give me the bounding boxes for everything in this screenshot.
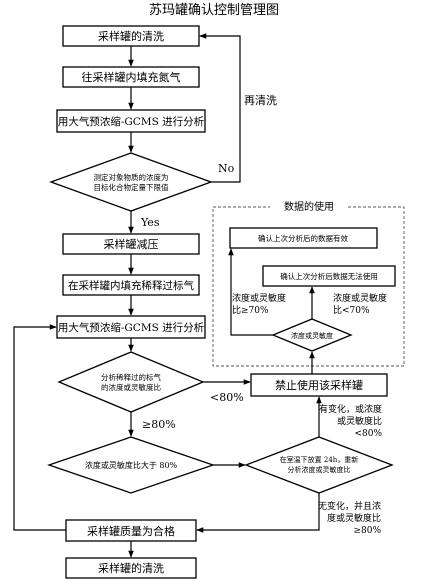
- svg-text:浓度或灵敏度: 浓度或灵敏度: [291, 331, 333, 340]
- decision-target-lower-limit: 测定对象物质的浓度为 目标化合物定量下限值: [49, 152, 213, 212]
- label-reclean: 再清洗: [244, 94, 277, 107]
- svg-text:在室温下放置 24h，重新: 在室温下放置 24h，重新: [280, 455, 359, 464]
- svg-text:浓度或灵敏度比大于 80%: 浓度或灵敏度比大于 80%: [85, 460, 178, 470]
- svg-text:有变化，或浓度: 有变化，或浓度: [319, 403, 382, 415]
- box-stop-using: 禁止使用该采样罐: [250, 373, 388, 397]
- box-fill-nitrogen: 往采样罐内填充氮气: [62, 66, 200, 88]
- box-gcms-analysis-2: 用大气预浓缩-GCMS 进行分析: [56, 315, 206, 339]
- label-ratio-lt70: 浓度或灵敏度 比<70%: [333, 292, 387, 316]
- box-confirm-valid: 确认上次分析后的数据有效: [229, 227, 378, 249]
- svg-text:比≥70%: 比≥70%: [232, 304, 269, 316]
- decision-analyze-ratio: 分析稀释过的标气 的浓度或灵敏度比: [57, 351, 205, 413]
- box-depressurize: 采样罐减压: [62, 233, 200, 255]
- label-no: No: [218, 162, 235, 175]
- label-yes: Yes: [140, 216, 160, 229]
- box-confirm-invalid: 确认上次分析后数据无法使用: [262, 265, 396, 287]
- svg-text:在采样罐内填充稀释过标气: 在采样罐内填充稀释过标气: [68, 279, 194, 292]
- svg-text:禁止使用该采样罐: 禁止使用该采样罐: [275, 378, 363, 392]
- decision-concentration-sensitivity: 浓度或灵敏度: [271, 318, 353, 352]
- svg-text:用大气预浓缩-GCMS 进行分析: 用大气预浓缩-GCMS 进行分析: [58, 115, 205, 128]
- connectors: [13, 33, 322, 558]
- svg-text:确认上次分析后的数据有效: 确认上次分析后的数据有效: [258, 233, 348, 243]
- svg-text:目标化合物定量下限值: 目标化合物定量下限值: [94, 182, 169, 192]
- svg-text:度或灵敏度比: 度或灵敏度比: [327, 512, 381, 524]
- svg-text:分析稀释过的标气: 分析稀释过的标气: [101, 372, 161, 382]
- box-fill-diluted-standard: 在采样罐内填充稀释过标气: [62, 274, 200, 296]
- svg-text:往采样罐内填充氮气: 往采样罐内填充氮气: [82, 70, 181, 84]
- svg-text:确认上次分析后数据无法使用: 确认上次分析后数据无法使用: [280, 271, 378, 281]
- svg-text:浓度或灵敏度: 浓度或灵敏度: [232, 292, 286, 304]
- svg-text:≥80%: ≥80%: [353, 526, 381, 536]
- label-less-than-80: <80%: [210, 391, 244, 404]
- svg-text:采样罐的清洗: 采样罐的清洗: [98, 29, 164, 43]
- svg-text:采样罐的清洗: 采样罐的清洗: [98, 561, 164, 575]
- label-at-least-80: ≥80%: [142, 418, 176, 431]
- svg-text:或灵敏度比: 或灵敏度比: [337, 415, 382, 427]
- data-use-label-bg: [270, 199, 348, 213]
- svg-text:测定对象物质的浓度为: 测定对象物质的浓度为: [94, 172, 169, 182]
- svg-text:采样罐质量为合格: 采样罐质量为合格: [87, 524, 175, 538]
- svg-text:分析浓度或灵敏度比: 分析浓度或灵敏度比: [288, 465, 351, 474]
- svg-text:浓度或灵敏度: 浓度或灵敏度: [333, 292, 387, 304]
- svg-text:<80%: <80%: [354, 429, 382, 439]
- label-unchanged: 无变化，并且浓 度或灵敏度比 ≥80%: [318, 500, 381, 536]
- label-ratio-ge70: 浓度或灵敏度 比≥70%: [232, 292, 286, 316]
- decision-ratio-above-80: 浓度或灵敏度比大于 80%: [46, 436, 216, 494]
- box-gcms-analysis-1: 用大气预浓缩-GCMS 进行分析: [56, 109, 206, 133]
- box-qualified: 采样罐质量为合格: [65, 519, 197, 542]
- box-clean-top: 采样罐的清洗: [62, 25, 200, 47]
- label-changed: 有变化，或浓度 或灵敏度比 <80%: [319, 403, 382, 439]
- decision-recheck-24h: 在室温下放置 24h，重新 分析浓度或灵敏度比: [244, 436, 394, 494]
- svg-text:比<70%: 比<70%: [333, 304, 370, 316]
- svg-text:采样罐减压: 采样罐减压: [104, 237, 159, 251]
- box-clean-bottom: 采样罐的清洗: [65, 557, 197, 579]
- svg-text:用大气预浓缩-GCMS 进行分析: 用大气预浓缩-GCMS 进行分析: [58, 321, 205, 334]
- diagram-title: 苏玛罐确认控制管理图: [149, 2, 279, 18]
- svg-text:的浓度或灵敏度比: 的浓度或灵敏度比: [101, 382, 161, 392]
- svg-text:无变化，并且浓: 无变化，并且浓: [318, 500, 381, 512]
- data-use-label: 数据的使用: [284, 200, 334, 213]
